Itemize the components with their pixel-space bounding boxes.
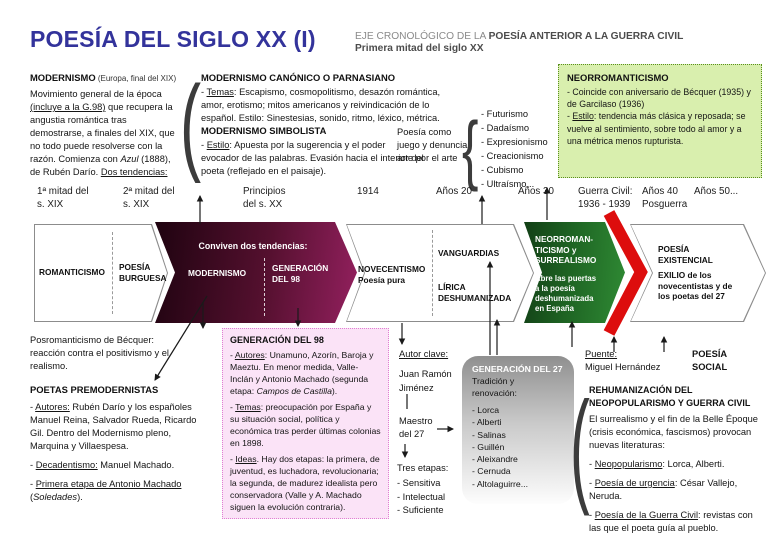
era-label-1: 2ª mitad del s. XIX — [123, 186, 175, 210]
modernismo-body: Movimiento general de la época (incluye … — [30, 89, 175, 177]
tres-etapas-list: - Sensitiva- Intelectual- Suficiente — [397, 478, 446, 515]
era-label-4: Años 20 — [436, 186, 472, 197]
gen98-heading: GENERACIÓN DEL 98 — [230, 335, 324, 345]
simbolista-body: - Estilo: Apuesta por la sugerencia y el… — [201, 140, 424, 176]
era-label-5: Años 30 — [518, 186, 554, 197]
era-label-7: Años 40 Posguerra — [642, 186, 688, 210]
modernismo-note: MODERNISMO (Europa, final del XIX) Movim… — [30, 71, 182, 179]
neorromanticismo-box: NEORROMANTICISMO - Coincide con aniversa… — [558, 64, 762, 178]
segment-divider — [112, 232, 113, 314]
poesia-social-label: POESÍA SOCIAL — [692, 349, 728, 372]
jrj-column: Autor clave: Juan Ramón Jiménez — [399, 348, 461, 395]
novecentismo-text: NOVECENTISMO — [358, 264, 426, 274]
band-segment-neorromanticismo: NEORROMAN- TICISMO y SURREALISMO Abre la… — [524, 222, 625, 323]
label-exilio: EXILIO de los novecentistas y de los poe… — [658, 270, 733, 301]
page-title: POESÍA DEL SIGLO XX (I) — [30, 26, 316, 52]
band-segment-poesia-existencial: POESÍA EXISTENCIAL EXILIO de los novecen… — [630, 224, 766, 322]
label-neorromanticismo-surrealismo: NEORROMAN- TICISMO y SURREALISMO — [535, 234, 597, 265]
label-poesia-existencial: POESÍA EXISTENCIAL — [658, 244, 713, 265]
rehumanizacion-b2: - Poesía de urgencia: César Vallejo, Ner… — [589, 478, 738, 501]
rehumanizacion-heading: REHUMANIZACIÓN DEL NEOPOPULARISMO Y GUER… — [589, 385, 751, 408]
simbolista-heading: MODERNISMO SIMBOLISTA — [201, 125, 327, 136]
gen98-b3: - Ideas. Hay dos etapas: la primera, de … — [230, 454, 380, 512]
maestro-del-27: Maestro del 27 — [399, 416, 433, 439]
tres-etapas-heading: Tres etapas: — [397, 463, 449, 473]
era-label-2: Principios del s. XX — [243, 186, 286, 210]
gen27-subheading: Tradición y renovación: — [472, 376, 517, 398]
gen98-b1: - Autores: Unamuno, Azorín, Baroja y Mae… — [230, 350, 374, 396]
premodernistas-b2: - Decadentismo: Manuel Machado. — [30, 460, 175, 470]
vanguardias-brace: { — [462, 106, 479, 193]
puente-block: Puente: Miguel Hernández — [585, 348, 685, 374]
era-label-0: 1ª mitad del s. XIX — [37, 186, 89, 210]
poesia-como-note: Poesía como juego y denuncia; arte por e… — [397, 127, 470, 163]
neorromanticismo-b1: - Coincide con aniversario de Bécquer (1… — [567, 87, 751, 110]
gen27-box: GENERACIÓN DEL 27 Tradición y renovación… — [462, 356, 574, 504]
era-label-8: Años 50... — [694, 186, 739, 197]
premodernistas-block: POETAS PREMODERNISTAS - Autores: Rubén D… — [30, 383, 202, 510]
gen98-b2: - Temas: preocupación por España y su si… — [230, 402, 381, 448]
rehumanizacion-brace: ( — [570, 376, 590, 518]
subtitle-emphasis: POESÍA ANTERIOR A LA GUERRA CIVIL — [488, 31, 684, 42]
label-novecentismo: NOVECENTISMO Poesía pura — [358, 264, 432, 285]
band-segment-modernismo: Conviven dos tendencias: MODERNISMO GENE… — [155, 222, 357, 323]
subtitle-line1: EJE CRONOLÓGICO DE LA POESÍA ANTERIOR A … — [355, 31, 755, 42]
label-abre-puertas: Abre las puertas a la poesía deshumaniza… — [535, 274, 597, 313]
gen27-poets-list: - Lorca- Alberti- Salinas- Guillén- Alei… — [472, 405, 529, 489]
puente-label: Puente: — [585, 349, 618, 359]
premodernistas-b3: - Primera etapa de Antonio Machado (Sole… — [30, 479, 182, 502]
parnasiano-heading: MODERNISMO CANÓNICO O PARNASIANO — [201, 72, 396, 83]
rehumanizacion-b3: - Poesía de la Guerra Civil: revistas co… — [589, 510, 753, 533]
gen27-heading: GENERACIÓN DEL 27 — [472, 364, 563, 374]
subtitle-line2: Primera mitad del siglo XX — [355, 43, 484, 54]
tres-etapas-block: Tres etapas: - Sensitiva- Intelectual- S… — [397, 462, 467, 518]
autor-clave-label: Autor clave: — [399, 349, 449, 359]
segment-divider — [264, 258, 265, 316]
band-segment-romanticismo: ROMANTICISMO POESÍA BURGUESA — [34, 224, 168, 322]
label-romanticismo: ROMANTICISMO — [39, 267, 105, 277]
rehumanizacion-intro: El surrealismo y el fin de la Belle Époq… — [589, 414, 758, 450]
gen98-box: GENERACIÓN DEL 98 - Autores: Unamuno, Az… — [222, 328, 389, 519]
premodernistas-b1: - Autores: Rubén Darío y los españoles M… — [30, 402, 197, 451]
rehumanizacion-block: REHUMANIZACIÓN DEL NEOPOPULARISMO Y GUER… — [589, 384, 761, 541]
era-label-6: Guerra Civil: 1936 - 1939 — [578, 186, 633, 210]
subtitle-prefix: EJE CRONOLÓGICO DE LA — [355, 31, 489, 42]
label-modernismo: MODERNISMO — [188, 268, 247, 278]
premodernistas-heading: POETAS PREMODERNISTAS — [30, 384, 159, 395]
label-vanguardias: VANGUARDIAS — [438, 248, 500, 258]
simbolista-block: MODERNISMO SIMBOLISTA - Estilo: Apuesta … — [201, 124, 426, 178]
poesia-pura-text: Poesía pura — [358, 274, 406, 285]
modernismo-heading-suffix: (Europa, final del XIX) — [95, 74, 177, 83]
left-group-brace: ( — [180, 62, 202, 184]
label-generacion-98: GENERACIÓN DEL 98 — [272, 263, 329, 284]
subtitle-block: EJE CRONOLÓGICO DE LA POESÍA ANTERIOR A … — [355, 31, 755, 54]
label-conviven: Conviven dos tendencias: — [198, 241, 308, 251]
neorromanticismo-heading: NEORROMANTICISMO — [567, 72, 669, 83]
neorromanticismo-b2: - Estilo: tendencia más clásica y reposa… — [567, 111, 746, 146]
band-segment-novecentismo: NOVECENTISMO Poesía pura VANGUARDIAS LÍR… — [346, 224, 534, 322]
modernismo-heading: MODERNISMO — [30, 72, 96, 83]
puente-name: Miguel Hernández — [585, 362, 661, 372]
segment-fill — [35, 225, 167, 321]
vanguardias-list: - Futurismo- Dadaísmo- Expresionismo- Cr… — [481, 109, 548, 189]
segment-divider — [432, 230, 433, 316]
label-lirica-deshumanizada: LÍRICA DESHUMANIZADA — [438, 282, 512, 303]
era-label-3: 1914 — [357, 186, 379, 197]
parnasiano-body: - Temas: Escapismo, cosmopolitismo, desa… — [201, 87, 441, 123]
label-poesia-burguesa: POESÍA BURGUESA — [119, 262, 167, 283]
segment-fill — [631, 225, 765, 321]
segment-fill — [347, 225, 533, 321]
posromanticismo-note: Posromanticismo de Bécquer: reacción con… — [30, 335, 169, 371]
rehumanizacion-b1: - Neopopularismo: Lorca, Alberti. — [589, 459, 725, 469]
parnasiano-block: MODERNISMO CANÓNICO O PARNASIANO - Temas… — [201, 71, 461, 125]
jrj-name: Juan Ramón Jiménez — [399, 369, 452, 393]
